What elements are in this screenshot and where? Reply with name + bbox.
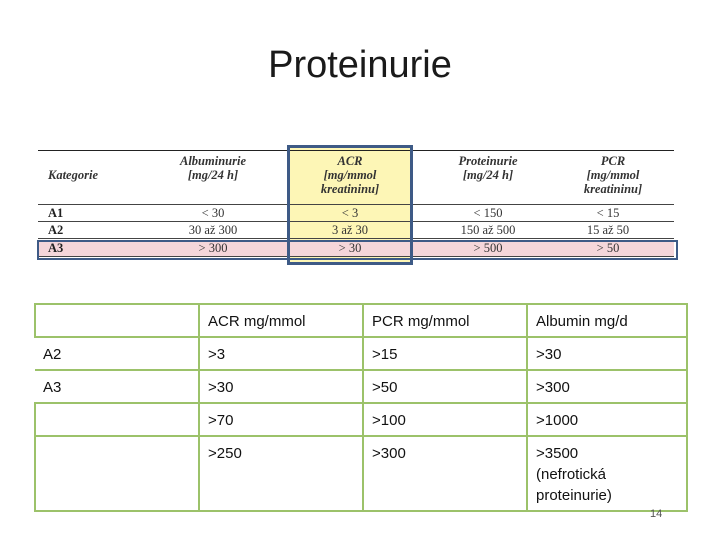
cell-acr: >3: [198, 336, 364, 371]
cell-albumin-value: >3500: [536, 445, 579, 462]
cell-albumin: >300: [526, 369, 688, 404]
classification-image-table: Kategorie Albuminurie [mg/24 h] ACR [mg/…: [38, 146, 674, 264]
row-label: A3: [35, 369, 200, 404]
table-header-row: ACR mg/mmol PCR mg/mmol Albumin mg/d: [34, 303, 688, 338]
cell-acr: >30: [198, 369, 364, 404]
row-a3-pcr: > 50: [596, 241, 620, 255]
row-rule: [38, 256, 674, 257]
header-albuminurie-line2: [mg/24 h]: [187, 168, 239, 182]
acr-column-frame: [287, 145, 413, 265]
header-acr-line1: ACR: [337, 154, 363, 168]
header-cell-pcr: PCR mg/mmol: [362, 303, 528, 338]
cell-pcr: >50: [362, 369, 528, 404]
row-rule: [38, 238, 674, 239]
row-a3-acr: > 30: [338, 241, 362, 255]
table-row: >70 >100 >1000: [34, 402, 688, 437]
row-a2-pcr: 15 až 50: [586, 223, 630, 237]
header-proteinurie: Proteinurie [mg/24 h]: [428, 154, 548, 182]
row-a2-category: A2: [48, 223, 64, 237]
row-label: [34, 402, 200, 437]
row-a1-proteinurie: < 150: [473, 206, 503, 220]
header-pcr: PCR [mg/mmol kreatininu]: [558, 154, 668, 196]
cell-albumin-note-line2: proteinurie): [536, 487, 612, 504]
header-acr: ACR [mg/mmol kreatininu]: [290, 154, 410, 196]
table-row: >250 >300 >3500 (nefrotická proteinurie): [34, 435, 688, 512]
row-a1-category: A1: [48, 206, 64, 220]
row-a2-albuminurie: 30 až 300: [188, 223, 238, 237]
row-a1-albuminurie: < 30: [201, 206, 225, 220]
cell-albumin: >3500 (nefrotická proteinurie): [526, 435, 688, 512]
cell-acr: >250: [198, 435, 364, 512]
header-cell-acr: ACR mg/mmol: [198, 303, 364, 338]
cell-pcr: >100: [362, 402, 528, 437]
row-a1-acr: < 3: [341, 206, 359, 220]
cell-albumin: >30: [526, 336, 688, 371]
header-proteinurie-line1: Proteinurie: [458, 154, 518, 168]
cell-acr: >70: [198, 402, 364, 437]
header-pcr-line3: kreatininu]: [583, 182, 643, 196]
row-a1-pcr: < 15: [596, 206, 620, 220]
header-albuminurie: Albuminurie [mg/24 h]: [158, 154, 268, 182]
table-row: A2 >3 >15 >30: [35, 336, 688, 371]
cell-albumin: >1000: [526, 402, 688, 437]
slide-title: Proteinurie: [268, 44, 452, 86]
a3-row-highlight: [38, 240, 674, 256]
row-a2-proteinurie: 150 až 500: [460, 223, 516, 237]
cell-pcr: >300: [362, 435, 528, 512]
threshold-table: ACR mg/mmol PCR mg/mmol Albumin mg/d A2 …: [34, 303, 688, 512]
row-rule: [38, 221, 674, 222]
row-a2-acr: 3 až 30: [331, 223, 369, 237]
a3-row-frame: [37, 240, 678, 260]
header-kategorie: Kategorie: [48, 168, 98, 182]
page-number: 14: [650, 508, 663, 520]
header-cell-albumin: Albumin mg/d: [526, 303, 688, 338]
row-a3-albuminurie: > 300: [198, 241, 228, 255]
header-pcr-line1: PCR: [600, 154, 626, 168]
row-a3-proteinurie: > 500: [473, 241, 503, 255]
row-label: [34, 435, 200, 512]
table-row: A3 >30 >50 >300: [35, 369, 688, 404]
cell-albumin-note-line1: (nefrotická: [536, 466, 607, 483]
cell-pcr: >15: [362, 336, 528, 371]
table-top-rule: [38, 150, 674, 151]
header-albuminurie-line1: Albuminurie: [180, 154, 246, 168]
row-label: A2: [35, 336, 200, 371]
row-a3-category: A3: [48, 241, 64, 255]
header-acr-line2: [mg/mmol: [323, 168, 377, 182]
header-proteinurie-line2: [mg/24 h]: [462, 168, 514, 182]
header-cell-empty: [34, 303, 200, 338]
row-rule: [38, 204, 674, 205]
header-pcr-line2: [mg/mmol: [586, 168, 640, 182]
header-acr-line3: kreatininu]: [320, 182, 380, 196]
